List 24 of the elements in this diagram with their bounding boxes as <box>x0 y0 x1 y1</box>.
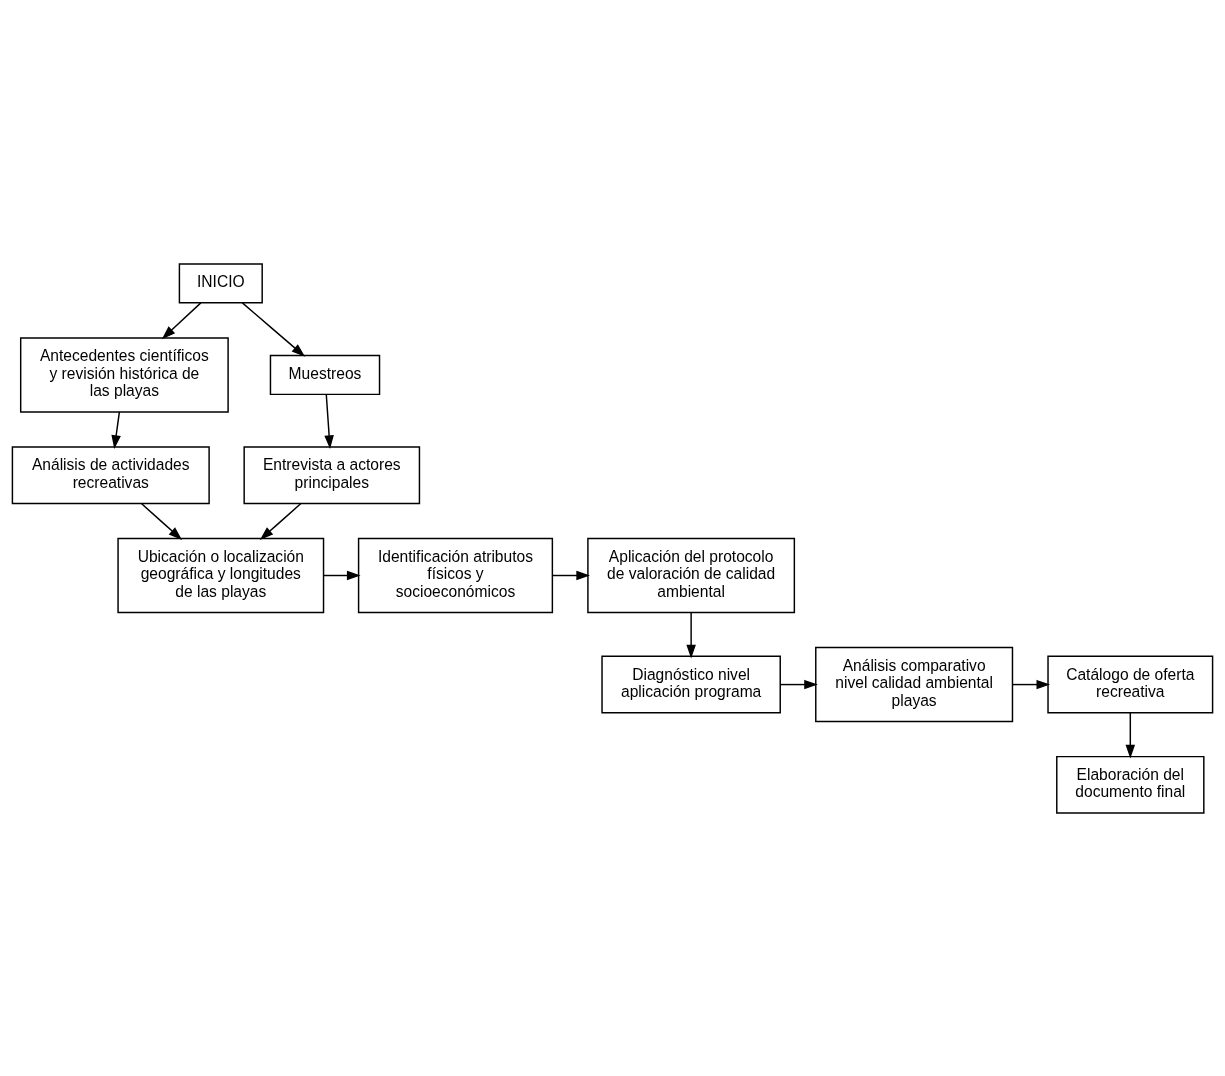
arrow <box>1011 679 1051 689</box>
arrow <box>323 570 361 580</box>
arrow <box>111 410 121 449</box>
arrow <box>551 570 590 580</box>
arrow <box>161 301 202 339</box>
node-box: Entrevista a actores principales <box>243 445 421 504</box>
node-box: Aplicación del protocolo de valoración de calidad ambiental <box>587 537 796 613</box>
arrow <box>779 679 818 689</box>
node-box: INICIO <box>178 262 263 304</box>
arrow <box>324 393 334 449</box>
node-box: Antecedentes científicos y revisión histórica de las playas <box>19 336 229 413</box>
node-box: Catálogo de oferta recreativa <box>1047 655 1214 714</box>
node-box: Identificación atributos físicos y socioeconómicos <box>357 537 554 613</box>
arrow <box>241 301 306 357</box>
node-box: Ubicación o localización geográfica y longitudes de las playas <box>117 537 325 613</box>
node-box: Análisis comparativo nivel calidad ambiental playas <box>815 646 1014 722</box>
arrow <box>686 611 696 658</box>
node-box: Muestreos <box>269 354 381 395</box>
node-box: Elaboración del documento final <box>1056 755 1205 814</box>
arrow <box>259 502 302 540</box>
arrow <box>140 502 183 540</box>
arrow <box>1125 711 1136 758</box>
node-box: Análisis de actividades recreativas <box>11 445 210 504</box>
node-box: Diagnóstico nivel aplicación programa <box>601 655 781 714</box>
